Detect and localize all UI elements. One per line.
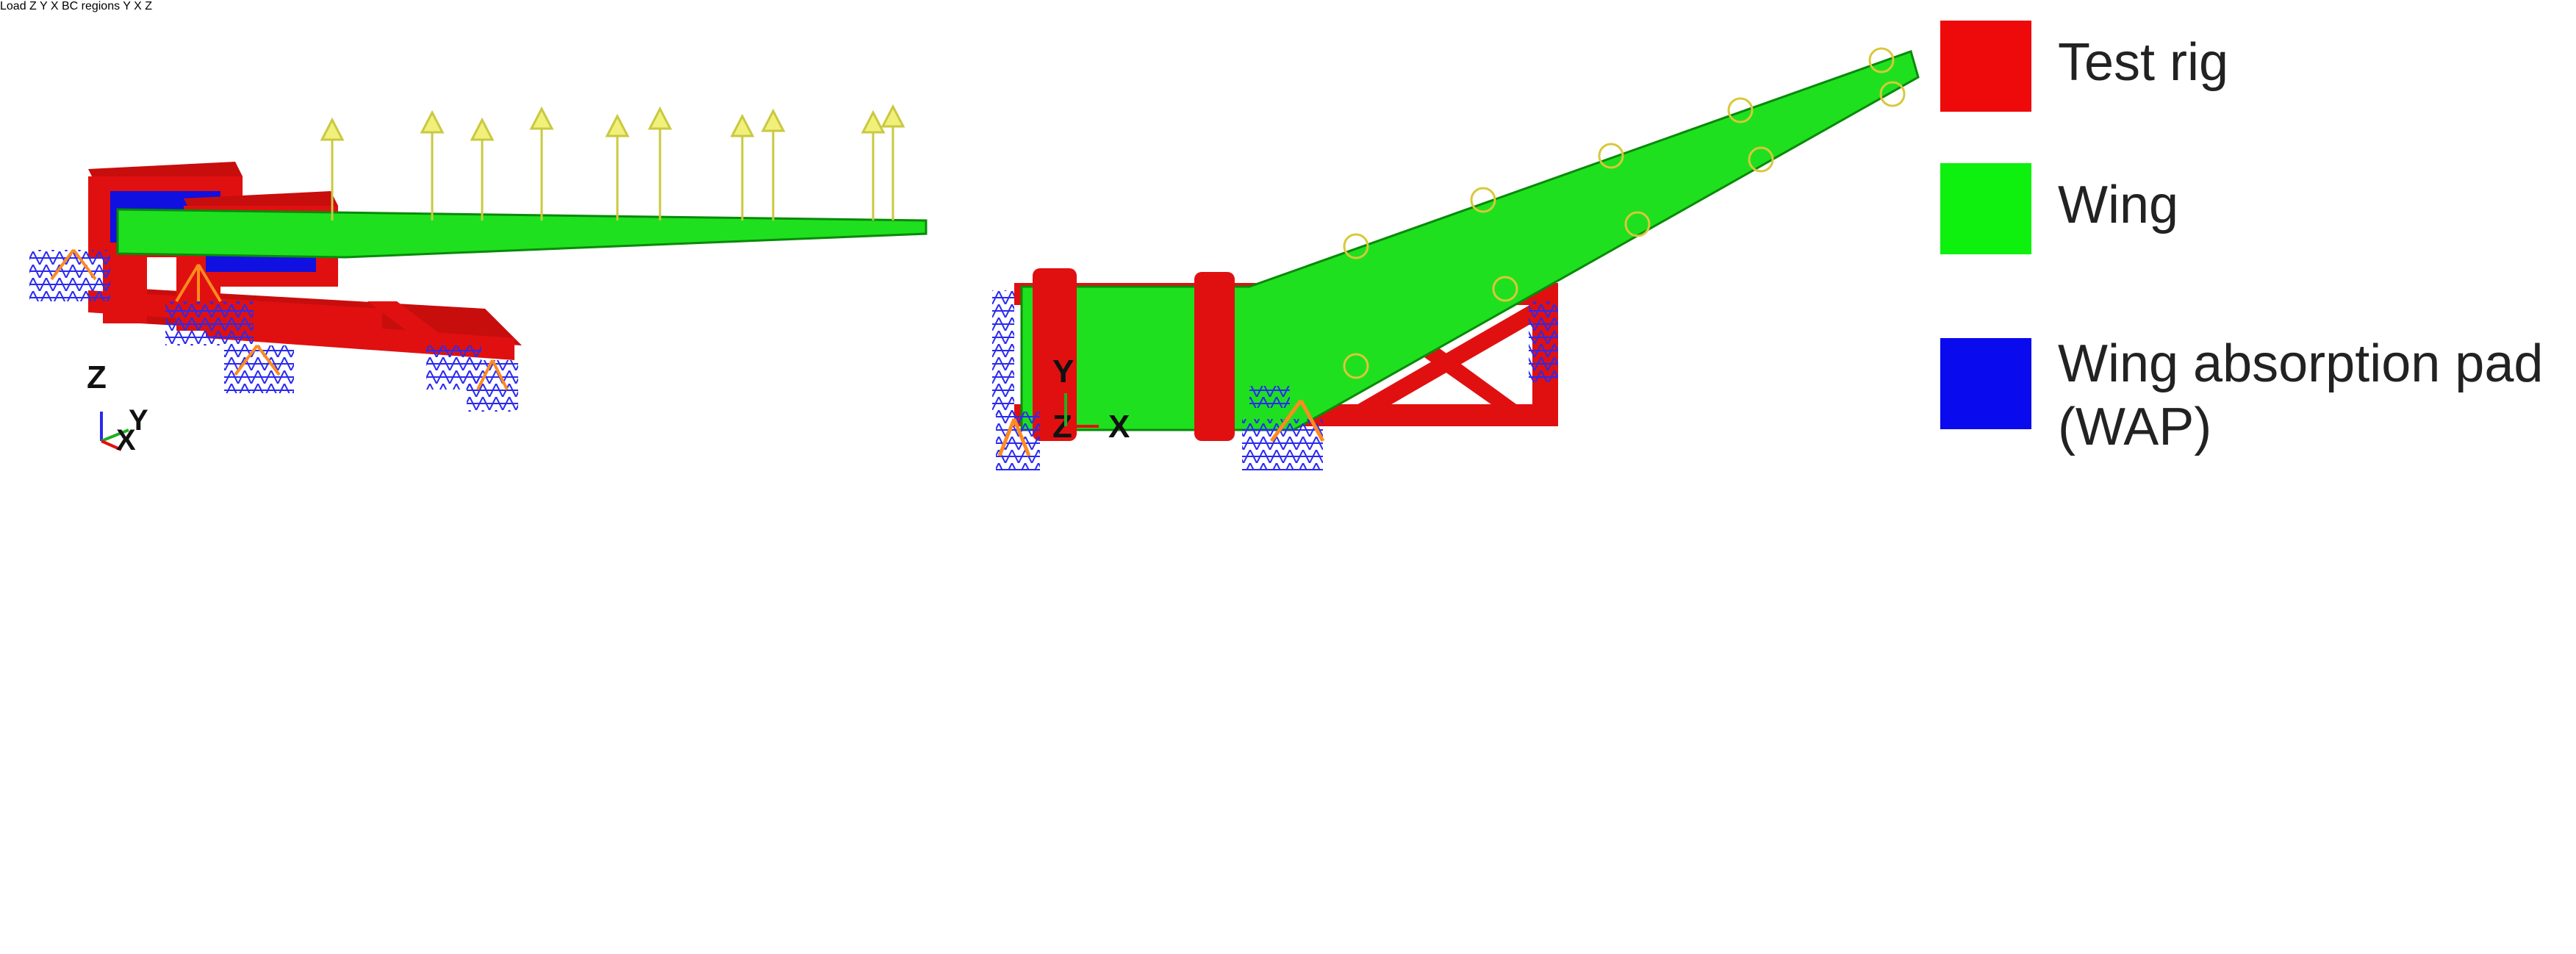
legend-item-wing: Wing: [1940, 163, 2178, 254]
side-view: Load Z Y X: [0, 0, 62, 12]
legend-swatch-wing: [1940, 163, 2031, 254]
iso-view: Z Y X: [29, 104, 928, 456]
iso-load-markers: [320, 104, 905, 220]
legend-label-test-rig: Test rig: [2058, 33, 2229, 92]
legend-label-wap: Wing absorption pad (WAP): [2058, 334, 2544, 456]
side-axis-x: X: [50, 0, 59, 12]
iso-wing: [116, 208, 928, 259]
side-wing: Load Z Y X: [0, 0, 62, 12]
legend-item-test-rig: Test rig: [1940, 21, 2228, 112]
iso-axis-triad: Z Y X: [87, 359, 148, 456]
side-axis-y: Y: [39, 0, 48, 12]
top-axis-y: Y: [1052, 354, 1074, 390]
side-axis-triad: Z Y X: [29, 0, 62, 12]
bc-regions-label: BC regions: [61, 0, 121, 12]
load-label: Load: [0, 0, 26, 12]
bottom-axis-z: Z: [145, 0, 153, 12]
side-wing-lower-surface: Load Z Y X: [0, 0, 62, 12]
bottom-axis-x: X: [134, 0, 142, 12]
bottom-wing: BC regions Y X Z: [62, 0, 152, 12]
legend-item-wap: Wing absorption pad (WAP): [1940, 334, 2543, 459]
bottom-axis-triad: Y X Z: [123, 0, 152, 12]
top-bc-supports: [992, 290, 1558, 470]
iso-axis-y: Y: [129, 404, 148, 437]
bottom-view: BC regions Y X Z: [62, 0, 152, 12]
legend-label-wing: Wing: [2058, 176, 2179, 234]
legend-swatch-wap: [1940, 338, 2031, 429]
bottom-axis-y: Y: [123, 0, 131, 12]
iso-axis-z: Z: [87, 359, 107, 395]
top-load-markers: [1343, 47, 1906, 379]
top-axis-triad: Y Z X: [1052, 354, 1130, 445]
load-annotation: Load: [0, 0, 29, 12]
bc-regions-annotation: BC regions: [62, 0, 123, 12]
legend-swatch-test-rig: [1940, 21, 2031, 112]
top-axis-x: X: [1108, 409, 1130, 445]
side-axis-z: Z: [29, 0, 37, 12]
top-view: Y Z X: [992, 47, 1920, 470]
iso-bc-supports: [29, 248, 518, 412]
iso-axis-x: X: [116, 424, 136, 456]
